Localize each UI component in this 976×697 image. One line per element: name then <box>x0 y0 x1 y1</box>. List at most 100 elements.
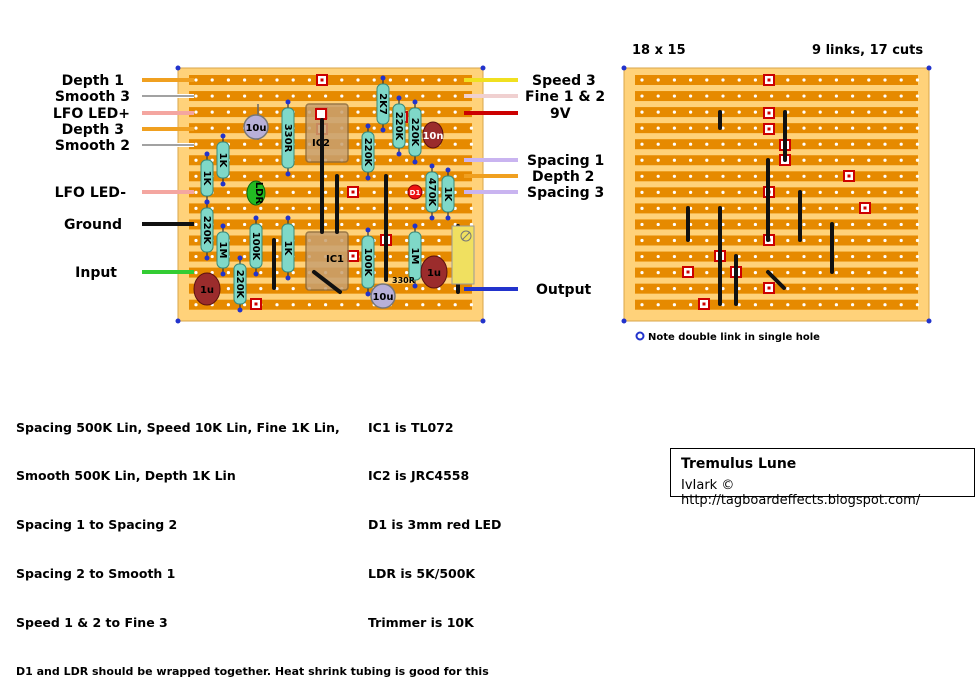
hole <box>388 271 392 275</box>
note-line: IC2 is JRC4558 <box>368 468 470 484</box>
hole <box>388 142 392 146</box>
hole <box>721 190 725 194</box>
hole <box>421 206 425 210</box>
hole <box>915 287 920 291</box>
hole <box>753 126 758 130</box>
resistor-body <box>281 223 295 273</box>
solder-point <box>220 271 226 277</box>
hole <box>469 206 473 210</box>
hole <box>340 303 344 307</box>
label-smooth-2: Smooth 2 <box>55 138 130 154</box>
hole <box>770 142 774 146</box>
hole <box>388 206 392 210</box>
hole <box>672 222 677 227</box>
hole <box>883 142 887 146</box>
hole <box>689 303 693 307</box>
hole <box>834 142 839 146</box>
hole <box>753 190 758 194</box>
hole <box>194 303 198 307</box>
hole <box>340 190 344 194</box>
hole <box>705 158 709 162</box>
hole <box>324 206 328 210</box>
hole <box>834 110 839 114</box>
hole <box>275 78 279 82</box>
hole <box>802 126 806 130</box>
hole <box>786 174 790 178</box>
hole <box>867 142 871 146</box>
hole <box>818 94 822 98</box>
hole <box>721 238 725 243</box>
label-output: Output <box>536 282 592 298</box>
solder-point <box>445 167 451 173</box>
hole <box>672 190 677 194</box>
hole <box>656 78 660 82</box>
hole <box>818 222 822 227</box>
hole <box>340 94 344 98</box>
hole <box>899 174 903 178</box>
hole <box>421 110 425 114</box>
label-9v: 9V <box>550 106 571 122</box>
hole <box>672 158 677 162</box>
hole <box>721 158 725 162</box>
resistor-body <box>408 107 422 157</box>
hole <box>915 94 920 98</box>
hole <box>194 78 198 82</box>
solder-point <box>412 99 418 105</box>
hole <box>291 271 295 275</box>
solder-point <box>237 307 243 313</box>
label-depth-1: Depth 1 <box>62 73 124 89</box>
resistor-value: 220K <box>393 112 404 142</box>
copper-strip <box>189 171 472 182</box>
credit-line[interactable]: IvIark © http://tagboardeffects.blogspot… <box>681 478 921 508</box>
hole <box>737 254 741 259</box>
hole <box>640 287 644 291</box>
hole <box>421 222 425 227</box>
hole <box>721 222 725 227</box>
hole <box>867 303 871 307</box>
hole <box>259 206 263 210</box>
hole <box>818 174 822 178</box>
solder-point <box>412 223 418 229</box>
layout-diagram: Depth 1 Smooth 3 LFO LED+ Depth 3 Smooth… <box>53 43 932 343</box>
hole <box>640 238 644 243</box>
hole <box>818 110 822 114</box>
hole <box>915 158 920 162</box>
resistor-body <box>425 171 439 213</box>
hole <box>737 287 741 291</box>
hole <box>851 78 855 82</box>
hole <box>437 158 441 162</box>
hole <box>275 222 279 227</box>
solder-point <box>285 215 291 221</box>
hole <box>915 254 920 259</box>
hole <box>689 142 693 146</box>
hole <box>915 142 920 146</box>
note-line: LDR is 5K/500K <box>368 566 476 582</box>
hole <box>656 238 660 243</box>
solder-point <box>445 215 451 221</box>
hole <box>672 254 677 259</box>
left-labels: Depth 1 Smooth 3 LFO LED+ Depth 3 Smooth… <box>53 73 130 281</box>
hole <box>672 78 677 82</box>
hole <box>307 174 311 178</box>
hole <box>899 287 903 291</box>
solder-point <box>220 181 226 187</box>
cap-1u-right-label: 1u <box>427 268 441 279</box>
hole <box>226 287 230 291</box>
hole <box>356 238 360 243</box>
hole <box>259 142 263 146</box>
hole <box>210 110 214 114</box>
hole <box>705 222 709 227</box>
hole <box>818 254 822 259</box>
label-fine-1-2: Fine 1 & 2 <box>525 89 605 105</box>
hole <box>834 174 839 178</box>
hole <box>275 94 279 98</box>
resistor-body <box>376 83 390 125</box>
hole <box>356 126 360 130</box>
hole <box>818 158 822 162</box>
hole <box>226 303 230 307</box>
hole <box>834 78 839 82</box>
hole <box>388 222 392 227</box>
title-box: Tremulus Lune IvIark © http://tagboardef… <box>670 448 975 508</box>
hole <box>672 174 677 178</box>
hole <box>291 206 295 210</box>
